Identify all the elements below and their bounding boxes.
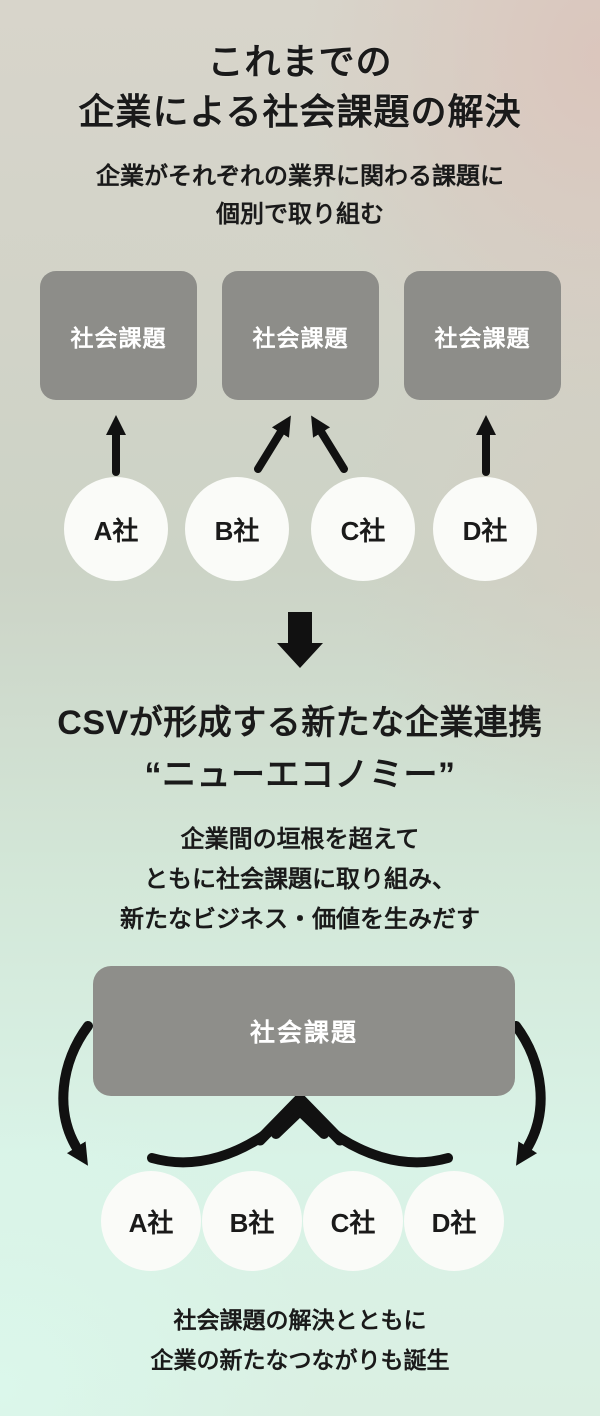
company-circle-c-bottom: C社	[303, 1171, 403, 1271]
company-d-bottom-label: D社	[431, 1207, 477, 1238]
section-traditional-title: これまでの 企業による社会課題の解決	[0, 37, 600, 137]
issue-box-1-label: 社会課題	[70, 324, 167, 351]
title-line-2: 企業による社会課題の解決	[78, 91, 522, 132]
issue-box-3-label: 社会課題	[434, 324, 531, 351]
company-b-bottom-label: B社	[229, 1207, 275, 1238]
arrow-issue-to-companies-right-icon	[511, 1021, 546, 1166]
company-c-bottom-label: C社	[330, 1207, 376, 1238]
shared-issue-box-label: 社会課題	[249, 1019, 358, 1047]
transition-down-arrow-icon	[277, 612, 323, 668]
company-circle-b: B社	[185, 477, 289, 581]
section-traditional-subtitle: 企業がそれぞれの業界に関わる課題に 個別で取り組む	[0, 158, 600, 234]
issue-box-2: 社会課題	[222, 271, 379, 400]
subtitle-line-2: 個別で取り組む	[216, 201, 384, 228]
csv-caption-line-1: 社会課題の解決とともに	[173, 1307, 427, 1333]
company-c-label: C社	[340, 515, 386, 546]
issue-box-1: 社会課題	[40, 271, 197, 400]
csv-title-line-1: CSVが形成する新たな企業連携	[57, 704, 543, 742]
csv-caption-line-2: 企業の新たなつながりも誕生	[150, 1347, 450, 1373]
company-circle-a: A社	[64, 477, 168, 581]
company-a-bottom-label: A社	[128, 1207, 174, 1238]
company-d-label: D社	[462, 515, 508, 546]
company-circle-a-bottom: A社	[101, 1171, 201, 1271]
title-line-1: これまでの	[207, 41, 393, 82]
shared-issue-box: 社会課題	[93, 966, 515, 1096]
section-csv-body: 企業間の垣根を超えて ともに社会課題に取り組み、 新たなビジネス・価値を生みだす	[0, 820, 600, 940]
arrow-companyC-to-issue2-icon	[311, 415, 348, 473]
company-circle-c: C社	[311, 477, 415, 581]
company-circle-d-bottom: D社	[404, 1171, 504, 1271]
company-circle-b-bottom: B社	[202, 1171, 302, 1271]
company-a-label: A社	[93, 515, 139, 546]
issue-box-2-label: 社会課題	[252, 324, 349, 351]
subtitle-line-1: 企業がそれぞれの業界に関わる課題に	[96, 163, 504, 190]
arrow-issue-to-companies-left-icon	[58, 1021, 93, 1166]
arrow-companyB-to-issue2-icon	[254, 415, 291, 473]
company-circle-d: D社	[433, 477, 537, 581]
arrow-companies-to-issue-icon	[147, 1093, 453, 1168]
company-b-label: B社	[214, 515, 260, 546]
csv-title-line-2: “ニューエコノミー”	[144, 756, 456, 794]
csv-body-line-1: 企業間の垣根を超えて	[180, 826, 420, 853]
section-csv-title: CSVが形成する新たな企業連携 “ニューエコノミー”	[0, 697, 600, 801]
issue-box-3: 社会課題	[404, 271, 561, 400]
csv-body-line-2: ともに社会課題に取り組み、	[144, 866, 456, 893]
section-csv-caption: 社会課題の解決とともに 企業の新たなつながりも誕生	[0, 1300, 600, 1380]
csv-body-line-3: 新たなビジネス・価値を生みだす	[120, 906, 480, 933]
